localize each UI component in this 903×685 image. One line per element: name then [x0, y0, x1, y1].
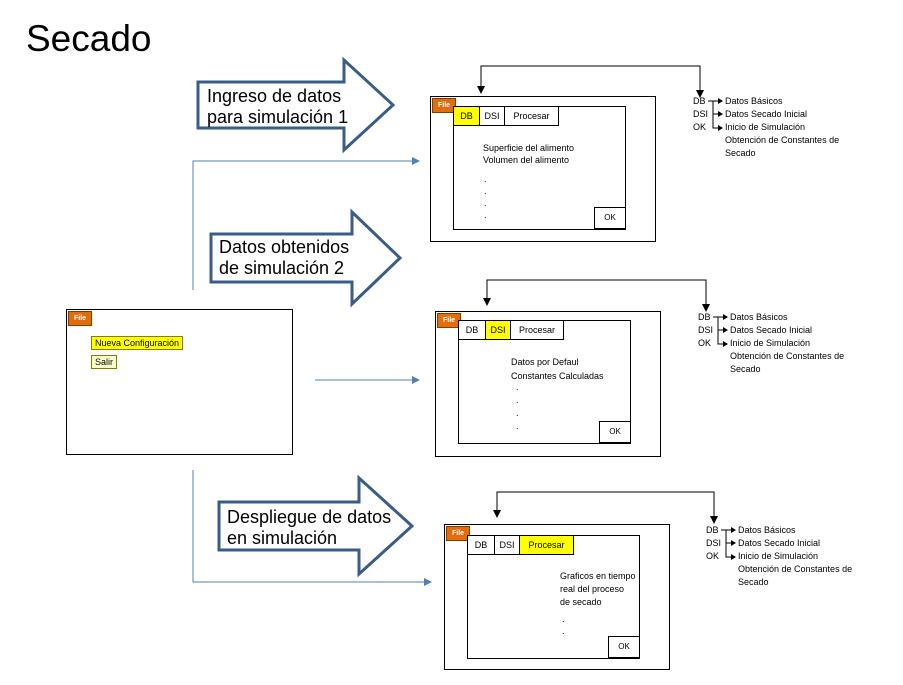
menu-item-salir[interactable]: Salir [91, 355, 118, 369]
arrow-2-label: Datos obtenidos de simulación 2 [219, 237, 349, 279]
legend-2-text: Datos Básicos Datos Secado Inicial Inici… [730, 311, 844, 376]
panel-2-ok-button[interactable]: OK [599, 421, 631, 443]
legend-arrows-1 [708, 98, 723, 131]
legend-3-db: DB [706, 525, 719, 535]
panel-1-dot: . [484, 174, 487, 184]
page-title: Secado [26, 18, 152, 59]
panel-1-tab-dsi[interactable]: DSI [480, 107, 505, 126]
legend-1-dsi: DSI [693, 109, 709, 119]
loop-arrow-1 [480, 65, 701, 96]
legend-2-extra-1: Obtención de Constantes de [730, 351, 845, 361]
legend-1-extra-2: Secado [725, 148, 756, 158]
panel-1-tab-procesar[interactable]: Procesar [505, 107, 559, 126]
arrow-3-line1: Despliegue de datos [227, 507, 392, 527]
legend-2-ok-text: Inicio de Simulación [730, 338, 811, 348]
legend-2-keys: DB DSI OK [698, 311, 713, 350]
panel-2-dot: . [516, 408, 519, 418]
arrow-1-line1: Ingreso de datos [207, 86, 342, 106]
arrow-3-line2: en simulación [227, 528, 338, 548]
panel-1-dialog: DB DSI Procesar OK [453, 106, 626, 230]
legend-1-keys: DB DSI OK [693, 95, 708, 134]
legend-3-db-text: Datos Básicos [738, 525, 796, 535]
loop-arrow-2 [486, 279, 707, 310]
panel-3-dot: . [562, 614, 565, 624]
panel-2-tab-dsi[interactable]: DSI [486, 321, 511, 340]
panel-1-dot: . [484, 186, 487, 196]
arrow-2-line2: de simulación 2 [219, 258, 345, 278]
legend-1-dsi-text: Datos Secado Inicial [725, 109, 808, 119]
legend-1-ok: OK [693, 122, 707, 132]
panel-1-line-1: Superficie del alimento [483, 143, 575, 153]
legend-3-dsi: DSI [706, 538, 722, 548]
legend-3-dsi-text: Datos Secado Inicial [738, 538, 821, 548]
main-window [66, 309, 293, 455]
panel-1-dot: . [484, 198, 487, 208]
panel-3-line-3: de secado [560, 597, 602, 607]
legend-1-db: DB [693, 96, 706, 106]
panel-3-dot: . [562, 626, 565, 636]
panel-3-tab-procesar[interactable]: Procesar [520, 536, 574, 555]
panel-2-line-2: Constantes Calculadas [511, 371, 604, 381]
menu-item-nueva-configuracion[interactable]: Nueva Configuración [91, 336, 184, 350]
connector-top [192, 160, 416, 290]
panel-2-dialog: DB DSI Procesar OK [458, 320, 631, 444]
legend-1-db-text: Datos Básicos [725, 96, 783, 106]
legend-1-extra-1: Obtención de Constantes de [725, 135, 840, 145]
legend-3-keys: DB DSI OK [706, 524, 721, 563]
panel-1-dot: . [484, 210, 487, 220]
panel-3-ok-button[interactable]: OK [608, 636, 640, 658]
big-arrow-1 [196, 56, 396, 154]
arrow-3-label: Despliegue de datos en simulación [227, 507, 391, 549]
connector-bottom [192, 470, 428, 583]
panel-2-line-1: Datos por Defaul [511, 357, 579, 367]
arrow-1-label: Ingreso de datos para simulación 1 [207, 86, 348, 128]
legend-1-text: Datos Básicos Datos Secado Inicial Inici… [725, 95, 839, 160]
panel-3-line-2: real del proceso [560, 584, 625, 594]
legend-1-ok-text: Inicio de Simulación [725, 122, 806, 132]
main-file-menu[interactable]: File [68, 311, 92, 326]
panel-2-tab-db[interactable]: DB [459, 321, 486, 340]
arrow-1-line2: para simulación 1 [207, 107, 349, 127]
panel-3-line-1: Graficos en tiempo [560, 571, 636, 581]
panel-3-file-menu[interactable]: File [446, 526, 470, 541]
panel-1-tab-db[interactable]: DB [454, 107, 480, 126]
panel-2-tab-procesar[interactable]: Procesar [511, 321, 564, 340]
loop-arrow-3 [496, 491, 715, 522]
legend-2-ok: OK [698, 338, 712, 348]
legend-3-extra-2: Secado [738, 577, 769, 587]
panel-1-line-2: Volumen del alimento [483, 155, 570, 165]
arrow-2-line1: Datos obtenidos [219, 237, 350, 257]
panel-2-dot: . [516, 421, 519, 431]
panel-1-ok-button[interactable]: OK [594, 207, 626, 229]
panel-1-file-menu[interactable]: File [432, 98, 456, 113]
legend-3-ok: OK [706, 551, 720, 561]
legend-2-extra-2: Secado [730, 364, 761, 374]
legend-3-text: Datos Básicos Datos Secado Inicial Inici… [738, 524, 852, 589]
legend-arrows-2 [713, 314, 728, 347]
legend-arrows-3 [721, 527, 736, 560]
panel-3-tab-db[interactable]: DB [468, 536, 495, 555]
panel-3-dialog: DB DSI Procesar OK [467, 535, 640, 659]
panel-2-file-menu[interactable]: File [437, 313, 461, 328]
legend-2-db-text: Datos Básicos [730, 312, 788, 322]
legend-2-dsi-text: Datos Secado Inicial [730, 325, 813, 335]
panel-3-tab-dsi[interactable]: DSI [495, 536, 520, 555]
legend-3-ok-text: Inicio de Simulación [738, 551, 819, 561]
big-arrow-3 [217, 474, 415, 578]
legend-2-db: DB [698, 312, 711, 322]
legend-2-dsi: DSI [698, 325, 714, 335]
big-arrow-2 [209, 208, 403, 308]
panel-2-dot: . [516, 382, 519, 392]
legend-3-extra-1: Obtención de Constantes de [738, 564, 853, 574]
panel-2-dot: . [516, 395, 519, 405]
